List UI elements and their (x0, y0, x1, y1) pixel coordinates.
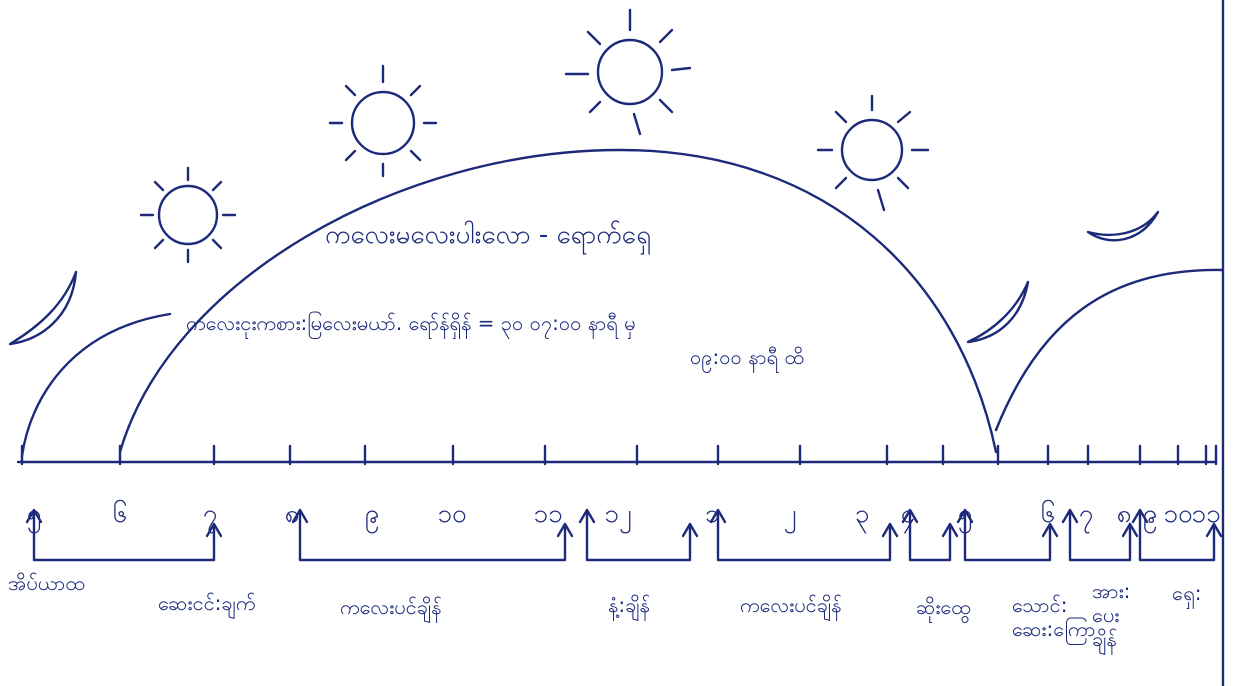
period-label: ဆေးငင်:ချက် (158, 591, 255, 619)
hour-label: ၆ (113, 497, 128, 529)
arrow-icon (1121, 522, 1139, 538)
hour-label: ၆ (1041, 497, 1056, 529)
hour-label: ၁၁ (1191, 499, 1220, 529)
hour-label: ၁၀ (1163, 499, 1193, 529)
hour-label: ၁ (705, 499, 720, 529)
arrow-icon (1041, 522, 1059, 538)
arrow-icon (578, 508, 596, 524)
arrow-icon (681, 522, 699, 538)
hour-label: ၇ (1079, 499, 1094, 534)
period-labels: အိပ်ယာထဆေးငင်:ချက် ကလေးပင်ချိန် နံ့:ချိန် က… (8, 571, 1201, 655)
period-bracket (908, 510, 952, 562)
period-bracket (716, 510, 892, 562)
period-label: အား:ပေးချိန် (1092, 579, 1130, 655)
sun-icon (564, 8, 692, 136)
arrow-icon (1061, 508, 1079, 524)
hour-label: ၉ (1143, 499, 1158, 534)
arrow-icon (709, 508, 727, 524)
period-bracket (963, 510, 1052, 562)
moon-icon (8, 270, 78, 346)
hour-labels: ၅၆၇၈၉၁၀၁၁၁၂၁၂၃၄၅၆၇၈၉၁၀၁၁ (27, 497, 1221, 534)
moon-icon (1086, 210, 1160, 242)
sun-icon (139, 166, 237, 264)
period-bracket (585, 510, 692, 562)
arrow-icon (1131, 508, 1149, 524)
hour-label: ၁၂ (604, 499, 632, 534)
moon-icon (966, 280, 1030, 344)
period-label: အိပ်ယာထ (8, 571, 85, 595)
arrow-icon (1205, 522, 1223, 538)
hour-label: ၄ (901, 499, 916, 534)
note-line-1: ကလေးငုးကစား:မြလေးမယာ်. ရော်န်ရှိန် = ၃၀ … (186, 311, 636, 339)
timeline-ticks (20, 444, 1218, 466)
period-bracket (1138, 510, 1216, 562)
period-connectors (25, 508, 1223, 562)
hour-label: ၈ (285, 499, 300, 529)
daytime-arc (118, 148, 998, 454)
period-label: ဆိုးထွေ (916, 595, 971, 623)
hour-label: ၂ (784, 499, 797, 534)
arrow-icon (556, 522, 574, 538)
arrow-icon (941, 522, 959, 538)
period-bracket (298, 510, 567, 562)
period-label: ကလေးပင်ချိန် (740, 593, 842, 621)
period-label: နံ့:ချိန် (608, 593, 650, 621)
hour-label: ၃ (855, 499, 870, 534)
diagram-title: ကလေးမလေးပါးလော - ရောက်ရှေ (325, 219, 651, 255)
arrow-icon (25, 508, 43, 524)
period-label: ကလေးပင်ချိန် (340, 595, 442, 623)
early-morning-arc (20, 312, 172, 458)
hour-label: ၁၀ (437, 499, 467, 529)
period-label: သောင်:ဆေး:ကြော (1012, 593, 1096, 645)
arrow-icon (205, 522, 223, 538)
hour-label: ၈ (1117, 499, 1132, 529)
arrow-icon (881, 522, 899, 538)
arrow-icon (291, 508, 309, 524)
sun-icon (328, 64, 438, 178)
period-label: ရှေ: (1172, 581, 1201, 609)
sun-icon (816, 94, 930, 212)
arrow-icon (901, 508, 919, 524)
hour-label: ၉ (365, 499, 380, 534)
period-bracket (1068, 510, 1132, 562)
note-line-2: ၀၉:၀၀ နာရီ ထိ (690, 345, 804, 373)
period-bracket (32, 510, 216, 562)
arrow-icon (956, 508, 974, 524)
night-arc (994, 268, 1224, 432)
hour-label: ၁၁ (533, 499, 562, 529)
